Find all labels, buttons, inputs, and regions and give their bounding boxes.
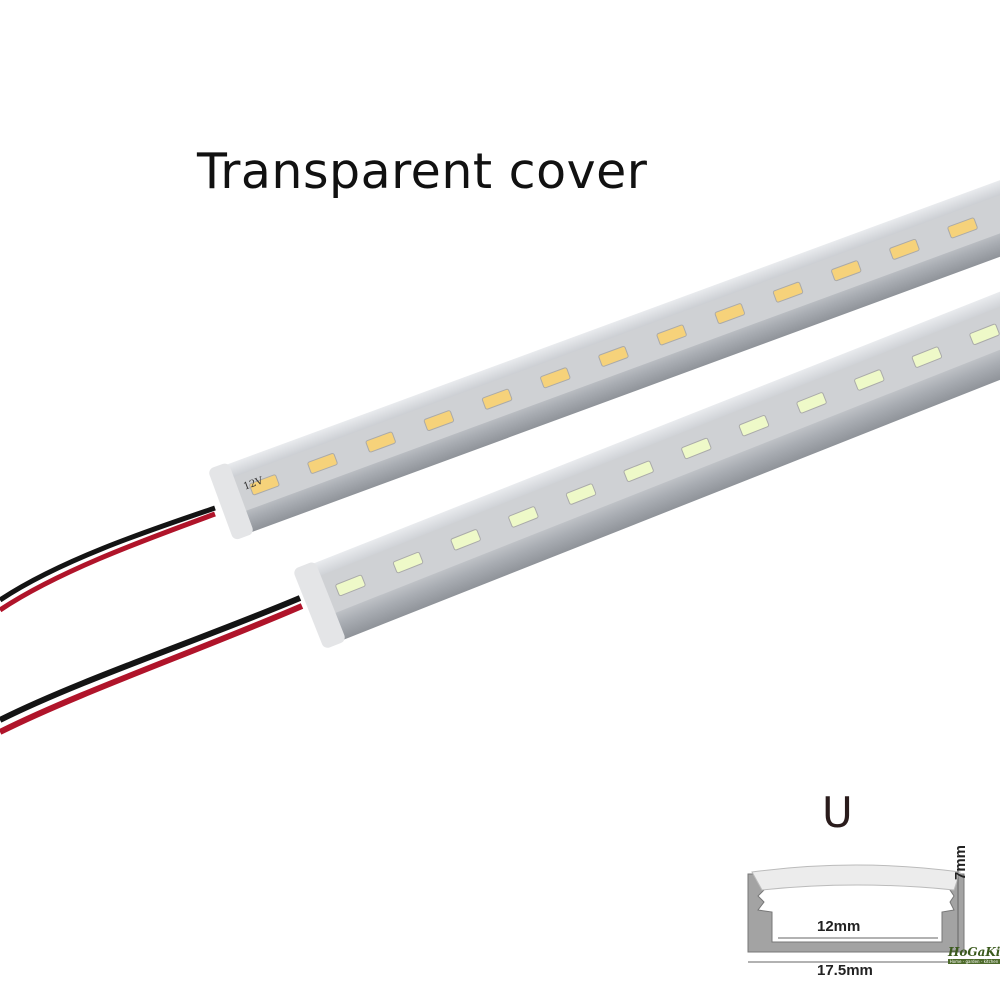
- led-chip: [565, 483, 597, 505]
- outer-width-label: 17.5mm: [817, 962, 873, 979]
- lower-led-bar: [294, 276, 1000, 648]
- led-chip: [911, 346, 943, 368]
- led-chip: [508, 506, 539, 528]
- logo-tagline: Home - garden - kitchen: [948, 959, 1000, 964]
- logo-name: HoGaKi: [948, 945, 1000, 959]
- led-chip: [772, 281, 804, 303]
- led-chip: [450, 529, 481, 551]
- led-chip: [854, 369, 885, 391]
- led-chip: [831, 260, 862, 282]
- brand-logo: HoGaKi Home - garden - kitchen: [948, 945, 1000, 964]
- led-chip: [738, 415, 770, 437]
- lower-bar-wires: [0, 595, 304, 735]
- led-chip: [623, 460, 654, 482]
- led-chip: [681, 437, 712, 460]
- led-chip: [540, 367, 571, 389]
- led-chip: [796, 392, 827, 414]
- inner-width-label: 12mm: [817, 918, 861, 935]
- led-chip: [365, 431, 396, 453]
- upper-led-bar: 12V: [209, 160, 1000, 540]
- led-chip: [889, 238, 920, 260]
- led-chip: [307, 453, 338, 474]
- led-chip: [423, 410, 455, 432]
- profile-shape-label: U: [822, 788, 853, 837]
- led-chip: [656, 324, 687, 346]
- led-chip: [714, 303, 745, 324]
- led-chip: [392, 551, 424, 574]
- upper-bar-wires: [0, 505, 216, 613]
- led-chip: [249, 474, 280, 496]
- u-profile-diagram: [747, 864, 965, 963]
- led-chip: [947, 217, 978, 239]
- upper-end-cap: [209, 463, 253, 540]
- cover-type-title: Transparent cover: [197, 143, 648, 200]
- led-chip: [969, 323, 1000, 345]
- led-chip: [481, 388, 513, 410]
- led-chip: [335, 574, 366, 597]
- lower-end-cap: [294, 562, 345, 648]
- led-chip: [598, 345, 629, 367]
- height-label: 7mm: [952, 844, 969, 880]
